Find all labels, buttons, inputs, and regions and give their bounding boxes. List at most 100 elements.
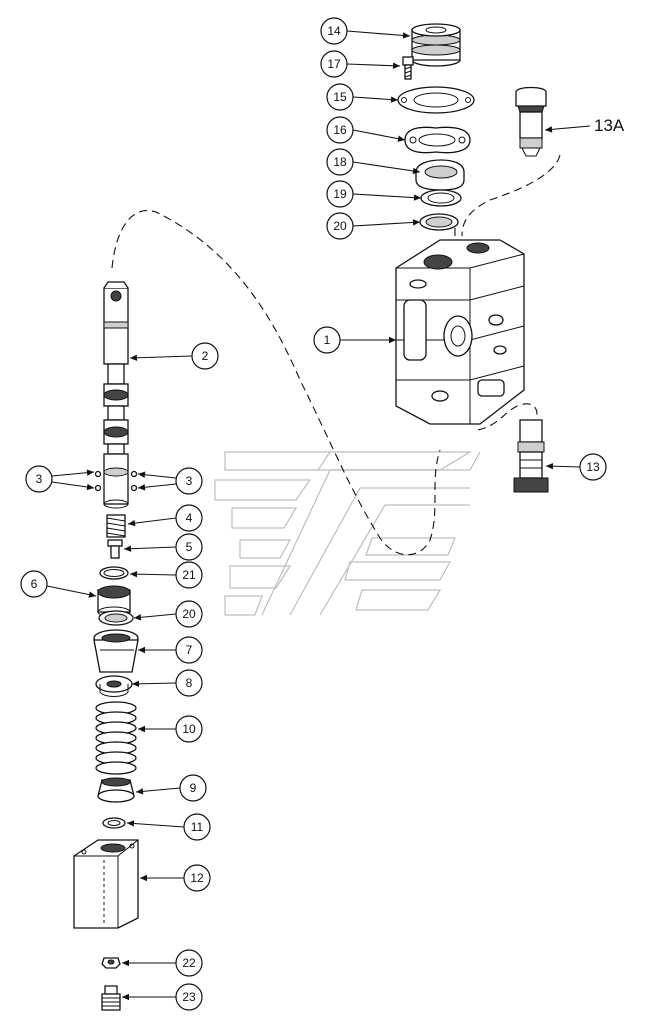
part-9-seat [97, 777, 135, 803]
watermark-logo [214, 451, 481, 616]
callout-15-text: 15 [333, 90, 347, 104]
callout-22: 22 [175, 949, 203, 977]
callout-17: 17 [320, 50, 348, 78]
callout-22-text: 22 [182, 956, 196, 970]
callout-9: 9 [179, 774, 207, 802]
part-4-spring [106, 514, 126, 538]
callout-18-text: 18 [333, 155, 347, 169]
callout-16-text: 16 [333, 123, 347, 137]
callout-15: 15 [326, 83, 354, 111]
callout-2: 2 [191, 342, 219, 370]
part-16-gasket [404, 126, 471, 154]
callout-21-text: 21 [182, 568, 196, 582]
callout-20-lower-text: 20 [182, 607, 196, 621]
arrowhead [392, 62, 400, 69]
part-10-spring [95, 701, 137, 775]
callout-20-lower: 20 [175, 600, 203, 628]
leader-line [352, 221, 421, 227]
arrowhead [412, 219, 420, 226]
leader-line [129, 573, 177, 576]
part-13-relief-cartridge [513, 419, 549, 493]
assembly-dash-line-13A [461, 154, 561, 237]
arrowhead [132, 680, 140, 688]
assembly-dash-line-13 [477, 403, 538, 431]
part-20-ring-lower [98, 610, 134, 626]
part-6-bushing [97, 585, 131, 618]
part-21-o-ring [99, 566, 129, 580]
callout-5-text: 5 [186, 540, 193, 554]
arrowhead [413, 194, 421, 201]
arrowhead [130, 354, 138, 361]
arrowhead [122, 959, 129, 967]
part-23-screw [101, 985, 121, 1011]
leader-line [51, 481, 95, 489]
arrowhead [124, 545, 132, 552]
callout-11-text: 11 [191, 820, 204, 834]
arrowhead [86, 469, 94, 476]
arrowhead [134, 614, 142, 621]
leader-line [133, 613, 177, 619]
part-14-cap [411, 23, 461, 67]
part-3-detent-balls [94, 470, 138, 492]
part-20-ring-top [419, 213, 459, 231]
assembly-dash-line-spool [111, 210, 441, 556]
callout-23: 23 [175, 983, 203, 1011]
callout-12: 12 [183, 864, 211, 892]
leader-line [46, 585, 97, 597]
arrowhead [389, 336, 396, 344]
leader-line [544, 125, 591, 131]
callout-3-right: 3 [175, 467, 203, 495]
callout-14: 14 [320, 17, 348, 45]
leader-line [352, 161, 421, 173]
leader-line [346, 63, 401, 67]
arrowhead [138, 646, 145, 654]
callout-19-text: 19 [333, 187, 347, 201]
part-11-ring [102, 817, 126, 829]
leader-lines [46, 30, 591, 1001]
arrowhead [545, 126, 553, 133]
callout-18: 18 [326, 148, 354, 176]
callout-4: 4 [175, 504, 203, 532]
arrowhead [122, 993, 129, 1001]
callout-20-top-text: 20 [333, 219, 347, 233]
callout-20-top: 20 [326, 212, 354, 240]
callout-4-text: 4 [186, 511, 193, 525]
callout-1: 1 [313, 326, 341, 354]
callout-17-text: 17 [327, 57, 341, 71]
arrowhead [390, 96, 398, 103]
leader-line [352, 129, 406, 141]
callout-23-text: 23 [182, 990, 196, 1004]
callout-19: 19 [326, 180, 354, 208]
arrowhead [546, 463, 554, 470]
part-17-screw [402, 56, 414, 80]
callout-12-text: 12 [190, 871, 204, 885]
callout-13A-text: 13A [594, 116, 625, 135]
part-2-spool [103, 281, 129, 509]
callout-10-text: 10 [182, 722, 196, 736]
part-13A-plug [515, 86, 547, 157]
arrowhead [130, 570, 138, 578]
leader-line [127, 517, 177, 525]
part-18-seal [415, 159, 465, 191]
callout-6: 6 [20, 570, 48, 598]
arrowhead [412, 167, 420, 175]
leader-line [123, 546, 177, 550]
callout-1-text: 1 [324, 333, 331, 347]
callout-8: 8 [175, 669, 203, 697]
callout-11: 11 [183, 813, 211, 841]
leader-line [135, 787, 181, 793]
part-7-cap [93, 629, 139, 673]
callout-8-text: 8 [186, 676, 193, 690]
arrowhead [402, 32, 410, 39]
callout-14-text: 14 [327, 24, 341, 38]
callout-5: 5 [175, 533, 203, 561]
callout-21: 21 [175, 561, 203, 589]
part-22-nut [101, 957, 121, 969]
part-19-ring [420, 189, 462, 207]
arrowhead [128, 519, 136, 527]
callout-3-left: 3 [25, 465, 53, 493]
leader-line [126, 822, 185, 828]
part-12-housing [73, 839, 139, 929]
callout-3-right-text: 3 [186, 474, 193, 488]
